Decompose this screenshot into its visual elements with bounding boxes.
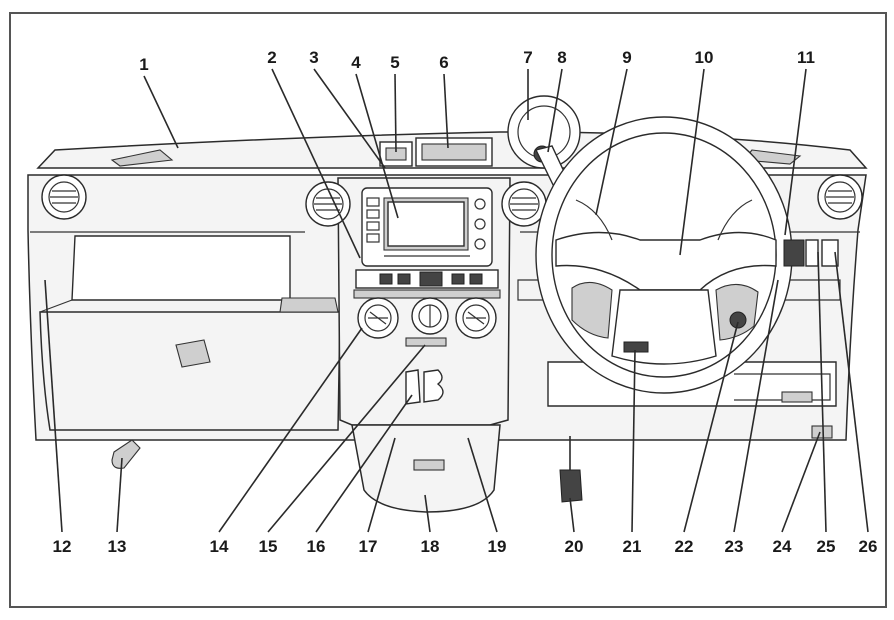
callout-label-13: 13 [108, 537, 127, 556]
callout-line-21 [631, 349, 636, 533]
callout-line-19 [467, 437, 498, 533]
callout-label-3: 3 [309, 48, 318, 67]
callout-line-12 [44, 279, 63, 533]
callout-line-17 [367, 437, 396, 533]
callout-line-8 [547, 68, 563, 153]
climate-switch-strip [405, 337, 447, 347]
callout-line-13 [116, 457, 123, 533]
switch-row-trim [353, 289, 501, 299]
callout-line-25 [817, 251, 827, 533]
callout-label-8: 8 [557, 48, 566, 67]
switch-row-buttons [379, 271, 483, 287]
glove-box [39, 311, 341, 431]
callout-label-4: 4 [351, 53, 361, 72]
console-box-latch [413, 459, 445, 471]
callout-line-20 [569, 497, 575, 533]
callout-label-15: 15 [259, 537, 278, 556]
head-unit-left-buttons [366, 197, 380, 243]
callout-label-7: 7 [523, 48, 532, 67]
callout-line-14 [218, 327, 363, 533]
head-unit-display [387, 201, 465, 247]
center-right-vent-inner [508, 188, 540, 220]
hood-release [811, 425, 833, 439]
callout-label-10: 10 [695, 48, 714, 67]
callout-line-11 [784, 68, 807, 236]
passenger-open-tray [71, 235, 291, 301]
top-display-window [421, 143, 487, 161]
callout-label-24: 24 [773, 537, 792, 556]
callout-line-15 [267, 344, 426, 533]
side-switch-b [821, 239, 839, 267]
glove-box-handle [175, 339, 211, 368]
callout-label-12: 12 [53, 537, 72, 556]
callout-label-19: 19 [488, 537, 507, 556]
callout-label-26: 26 [859, 537, 878, 556]
left-outer-vent-inner [48, 181, 80, 213]
callout-line-10 [679, 68, 705, 256]
tray-edge-left [39, 299, 73, 313]
center-left-vent-louvers [314, 197, 342, 211]
callout-label-1: 1 [139, 55, 148, 74]
callout-label-20: 20 [565, 537, 584, 556]
side-switch-a [805, 239, 819, 267]
callout-label-14: 14 [210, 537, 229, 556]
driver-lower-latch [781, 391, 813, 403]
callout-label-25: 25 [817, 537, 836, 556]
callout-line-18 [424, 494, 431, 533]
left-outer-vent-louvers [50, 190, 78, 204]
callout-line-2 [271, 68, 361, 259]
callout-label-2: 2 [267, 48, 276, 67]
hood-lever [111, 439, 141, 469]
climate-knobs [357, 297, 497, 339]
mirror-control-switch [783, 239, 805, 267]
callout-label-9: 9 [622, 48, 631, 67]
callout-label-18: 18 [421, 537, 440, 556]
callout-line-6 [443, 73, 449, 149]
fuel-release-lever [559, 469, 583, 503]
callout-line-24 [781, 431, 821, 533]
callout-line-22 [683, 321, 739, 533]
callout-label-23: 23 [725, 537, 744, 556]
wheel-control-button [729, 311, 747, 329]
right-outer-vent-louvers [826, 190, 854, 204]
figure-frame [9, 12, 887, 608]
steering-wheel [535, 116, 793, 394]
callout-line-3 [313, 68, 386, 169]
callout-label-6: 6 [439, 53, 448, 72]
callout-label-22: 22 [675, 537, 694, 556]
callout-label-21: 21 [623, 537, 642, 556]
callout-label-16: 16 [307, 537, 326, 556]
callout-label-5: 5 [390, 53, 399, 72]
callout-label-17: 17 [359, 537, 378, 556]
callout-line-4 [355, 73, 399, 219]
callout-line-5 [394, 73, 397, 153]
callout-line-26 [834, 251, 869, 533]
cruise-switch [623, 341, 649, 353]
left-defroster-grille [110, 149, 174, 167]
bb-logo [405, 369, 444, 405]
callout-line-9 [595, 68, 628, 216]
callout-line-23 [733, 279, 779, 533]
callout-label-11: 11 [797, 48, 815, 67]
callout-line-1 [143, 75, 179, 149]
callout-line-16 [315, 394, 413, 533]
right-outer-vent-inner [824, 181, 856, 213]
head-unit-right-buttons [474, 198, 486, 250]
tray-shelf [279, 297, 339, 313]
center-right-vent-louvers [510, 197, 538, 211]
